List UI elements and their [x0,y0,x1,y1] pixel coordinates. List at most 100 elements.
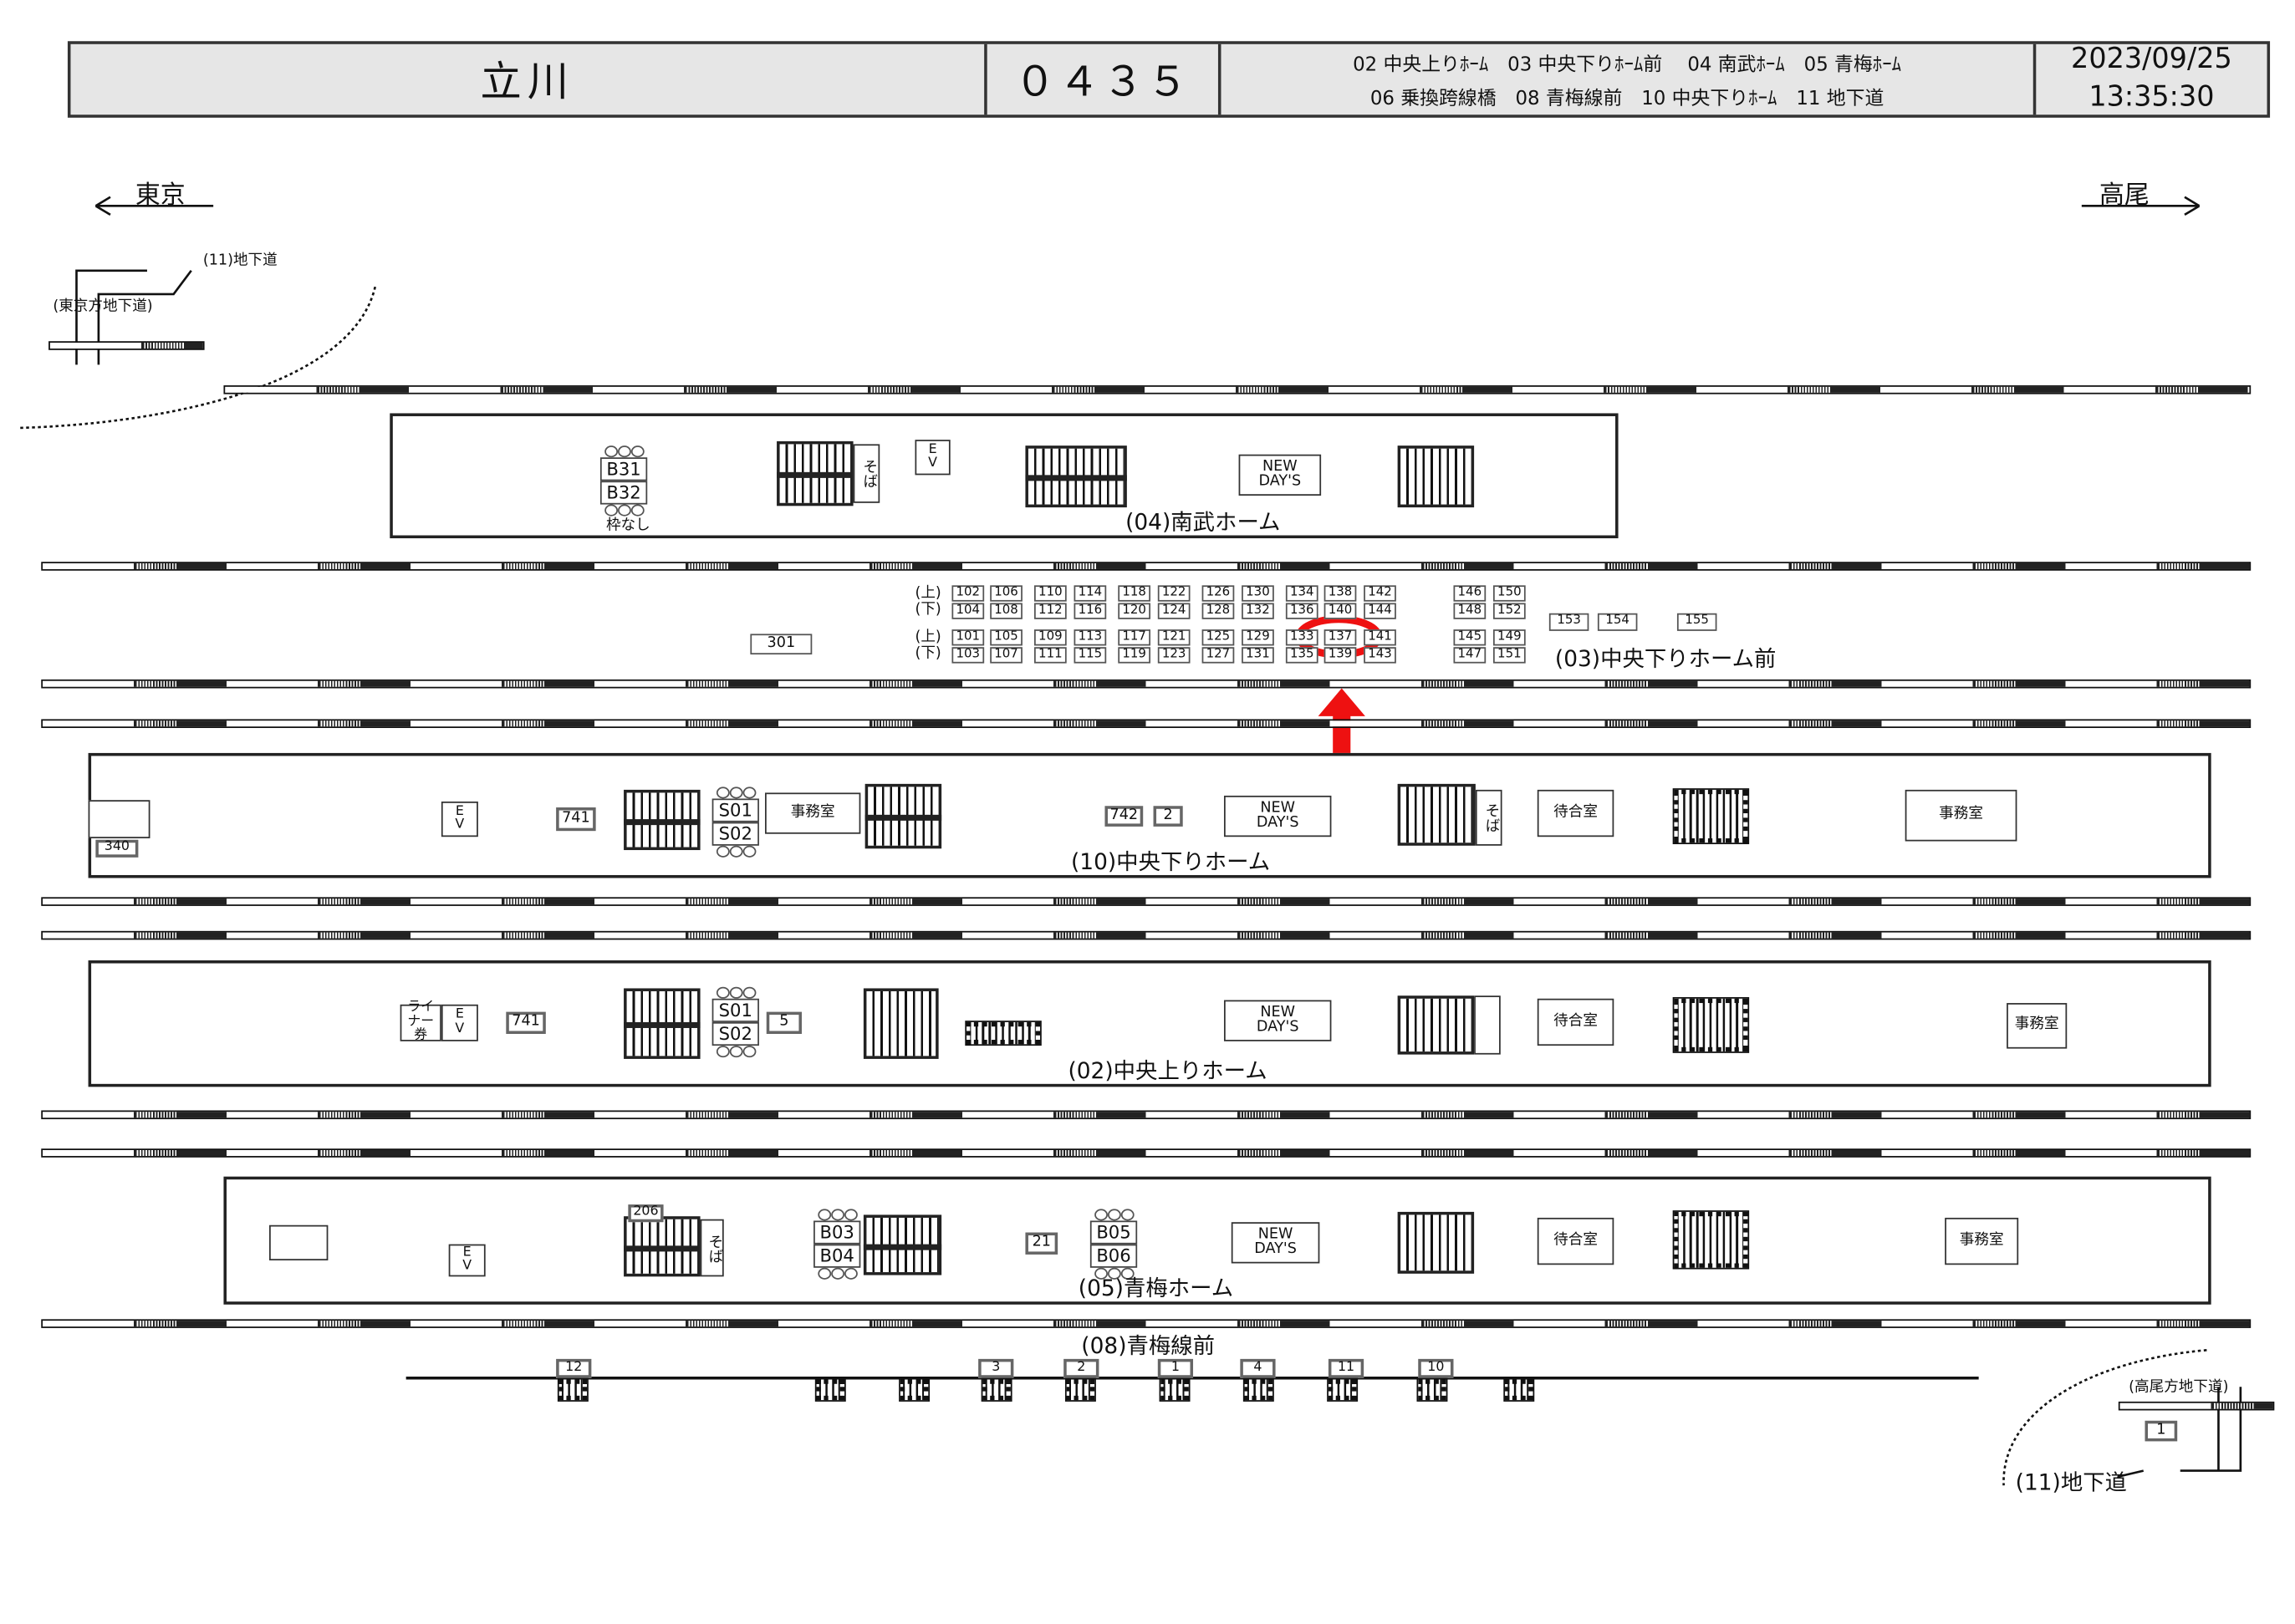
ad-panel[interactable]: 104 [951,603,985,619]
ad-panel[interactable]: 146 [1453,585,1487,602]
ad-panel-741[interactable]: 741 [506,1011,546,1034]
ad-panel[interactable]: 102 [951,585,985,602]
ad-panel[interactable]: 140 [1323,603,1357,619]
elevator: E V [915,440,951,476]
ad-panel[interactable]: 118 [1118,585,1151,602]
ad-panel[interactable]: 112 [1033,603,1067,619]
newdays-shop: NEW DAY'S [1231,1222,1320,1264]
ad-panel[interactable]: 137 [1323,629,1357,646]
ad-panel[interactable]: 155 [1676,613,1717,631]
ad-panel[interactable]: 11 [1328,1358,1364,1378]
ad-panel[interactable]: 151 [1492,647,1526,664]
ad-panel[interactable]: 148 [1453,603,1487,619]
ad-panel[interactable]: 141 [1364,629,1396,646]
ad-panel[interactable]: 111 [1033,647,1067,664]
ad-panel[interactable]: 117 [1118,629,1151,646]
rail [41,897,2252,906]
ad-panel[interactable]: 121 [1157,629,1191,646]
ad-panel[interactable]: 4 [1240,1358,1276,1378]
ad-b05: B05 [1089,1220,1138,1245]
ad-panel[interactable]: 122 [1157,585,1191,602]
ad-panel[interactable]: 128 [1201,603,1235,619]
ad-panel[interactable]: 150 [1492,585,1526,602]
rail [223,385,2252,395]
ad-panel[interactable]: 143 [1364,647,1396,664]
ad-panel[interactable]: 131 [1242,647,1274,664]
ad-panel[interactable]: 108 [990,603,1023,619]
ad-panel-21[interactable]: 21 [1025,1232,1058,1255]
ad-panel[interactable]: 142 [1364,585,1396,602]
ad-panel[interactable]: 125 [1201,629,1235,646]
ad-panel[interactable]: 127 [1201,647,1235,664]
ad-panel[interactable]: 135 [1285,647,1318,664]
ad-panel-742[interactable]: 742 [1104,806,1144,827]
ad-panel[interactable]: 139 [1323,647,1357,664]
ad-panel[interactable]: 110 [1033,585,1067,602]
office: 事務室 [1905,789,2017,842]
tokyo-underpass: (東京方地下道) [53,298,153,315]
ad-panel-206[interactable]: 206 [628,1204,664,1223]
ad-panel[interactable]: 134 [1285,585,1318,602]
ad-panel-5[interactable]: 5 [766,1011,802,1034]
ad-panel[interactable]: 144 [1364,603,1396,619]
ad-panel[interactable]: 130 [1242,585,1274,602]
ad-panel[interactable]: 145 [1453,629,1487,646]
structure [88,800,150,838]
pillar-block [899,1377,931,1402]
ad-panel[interactable]: 103 [951,647,985,664]
ad-panel[interactable]: 147 [1453,647,1487,664]
ad-panel[interactable]: 114 [1074,585,1107,602]
ad-panel-2[interactable]: 2 [1153,806,1183,827]
ad-s02: S02 [711,1021,759,1046]
ad-panel[interactable]: 138 [1323,585,1357,602]
pillar-s01-s02: S01 S02 [711,986,759,1058]
ad-panel[interactable]: 152 [1492,603,1526,619]
ad-panel[interactable]: 129 [1242,629,1274,646]
ad-panel[interactable]: 3 [978,1358,1014,1378]
stairs [1397,1211,1475,1274]
waiting-room: 待合室 [1537,1217,1614,1265]
ad-panel[interactable]: 10 [1418,1358,1454,1378]
stairs [1397,445,1475,508]
ad-panel[interactable]: 119 [1118,647,1151,664]
pillar-block [1327,1377,1359,1402]
platform-label: (02)中央上りホーム [1068,1057,1267,1084]
structure [1474,995,1501,1055]
ad-panel[interactable]: 153 [1548,613,1589,631]
elevator: E V [448,1244,486,1277]
liner-ticket-machine: ライナー券 [400,1001,441,1042]
ad-panel[interactable]: 120 [1118,603,1151,619]
ad-panel[interactable]: 136 [1285,603,1318,619]
ad-panel[interactable]: 105 [990,629,1023,646]
ad-panel[interactable]: 132 [1242,603,1274,619]
ad-panel[interactable]: 109 [1033,629,1067,646]
ad-panel-301[interactable]: 301 [750,634,813,655]
ad-panel[interactable]: 113 [1074,629,1107,646]
ad-panel[interactable]: 106 [990,585,1023,602]
ad-panel[interactable]: 12 [556,1358,592,1378]
ad-panel-741[interactable]: 741 [556,807,596,832]
stairs [777,440,854,507]
ad-panel[interactable]: 126 [1201,585,1235,602]
ad-panel[interactable]: 149 [1492,629,1526,646]
ad-panel[interactable]: 107 [990,647,1023,664]
rail [41,1148,2252,1158]
direction-marks-2: (上)(下) [915,629,941,662]
ad-panel[interactable]: 115 [1074,647,1107,664]
ad-panel[interactable]: 123 [1157,647,1191,664]
ad-panel[interactable]: 124 [1157,603,1191,619]
ad-panel-340[interactable]: 340 [95,839,139,858]
ad-panel[interactable]: 101 [951,629,985,646]
stairs [624,789,701,851]
stairs [864,783,942,849]
ad-panel[interactable]: 1 [1157,1358,1194,1378]
rail [41,930,2252,940]
arrow-left-icon [94,196,214,216]
ad-panel[interactable]: 2 [1063,1358,1099,1378]
ad-panel[interactable]: 116 [1074,603,1107,619]
legend-line-2: 06 乗換跨線橋 08 青梅線前 10 中央下りﾎｰﾑ 11 地下道 [1369,88,1884,110]
ad-panel[interactable]: 133 [1285,629,1318,646]
ad-panel[interactable]: 154 [1597,613,1638,631]
legend-line-1: 02 中央上りﾎｰﾑ 03 中央下りﾎｰﾑ前 04 南武ﾎｰﾑ 05 青梅ﾎｰﾑ [1353,54,1902,77]
newdays-shop: NEW DAY'S [1223,795,1332,837]
